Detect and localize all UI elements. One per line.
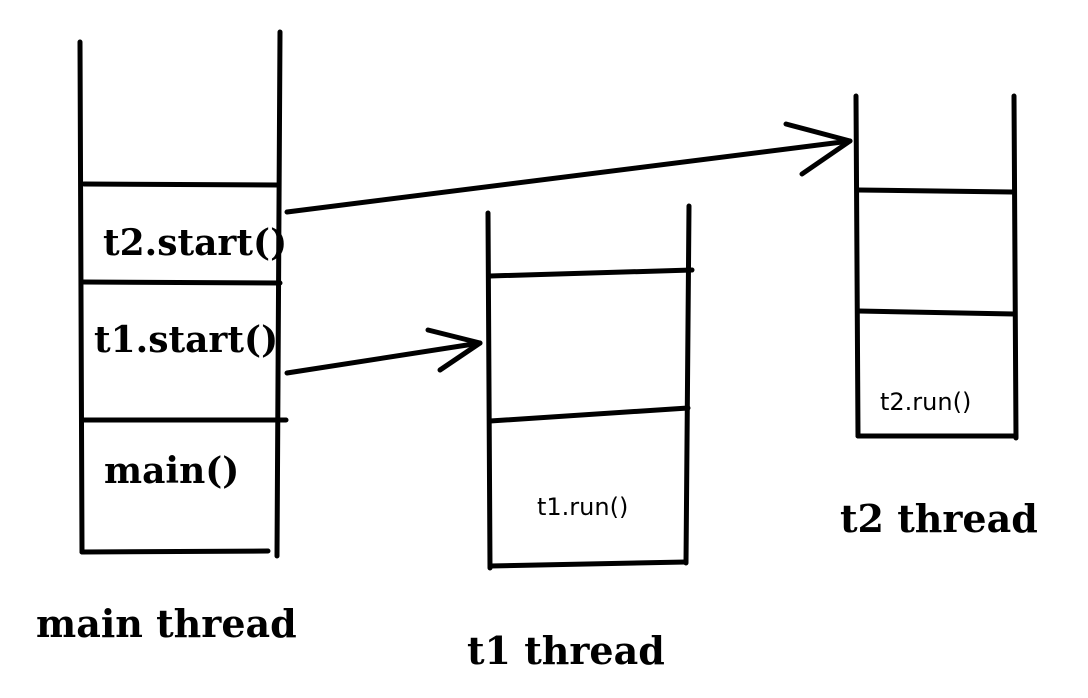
arrow-to-t1 <box>284 327 483 376</box>
t1-stack-left-wall <box>485 210 493 571</box>
t1-stack-divider <box>487 405 691 424</box>
t2-stack-right-wall <box>1011 93 1019 441</box>
t2-stack-divider <box>855 187 1015 195</box>
frame-t2-start: t2.start() <box>103 222 287 264</box>
main-stack-bottom <box>79 548 271 555</box>
t1-thread-stack: t1.run() <box>485 203 695 571</box>
main-thread-label: main thread <box>36 601 297 646</box>
t1-thread-label: t1 thread <box>467 628 665 673</box>
main-stack-left-wall <box>77 39 85 555</box>
frame-t1-start: t1.start() <box>94 319 278 361</box>
main-stack-divider <box>79 279 283 286</box>
arrow-shaft <box>284 138 853 215</box>
t1-stack-divider <box>487 267 695 279</box>
frame-t2-run: t2.run() <box>880 388 971 416</box>
t2-stack-left-wall <box>853 93 861 439</box>
frame-main: main() <box>104 450 239 492</box>
t1-stack-right-wall <box>683 203 692 566</box>
t2-thread-stack: t2.run() <box>853 93 1019 441</box>
frame-t1-run: t1.run() <box>537 493 628 521</box>
arrow-shaft <box>284 340 483 376</box>
arrow-to-t2 <box>284 121 853 215</box>
t2-thread-label: t2 thread <box>840 496 1038 541</box>
main-stack-right-wall <box>274 29 283 559</box>
main-stack-divider <box>81 181 281 188</box>
t2-stack-divider <box>855 308 1017 317</box>
main-thread-stack: t2.start() t1.start() main() <box>77 29 289 559</box>
arrow-head <box>783 121 853 177</box>
arrow-head <box>425 327 483 373</box>
t1-stack-bottom <box>487 559 689 569</box>
